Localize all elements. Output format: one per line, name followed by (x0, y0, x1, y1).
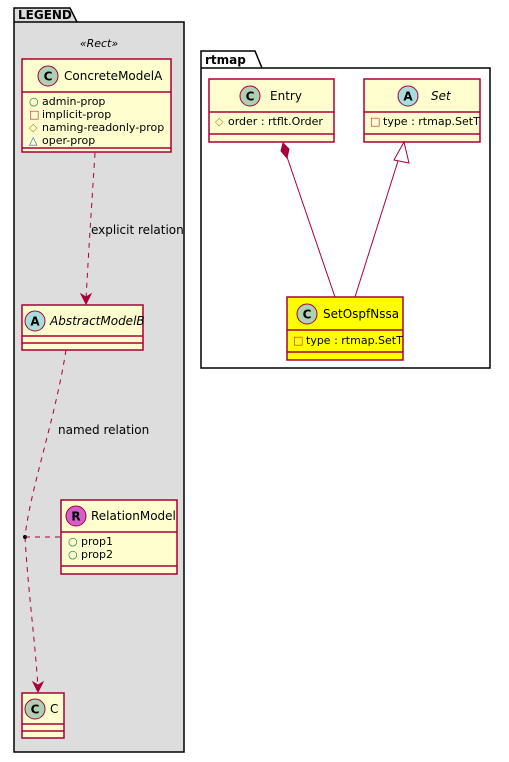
concrete-model-a-name: ConcreteModelA (64, 69, 163, 83)
private-marker-icon: □ (370, 115, 380, 128)
protected-marker-icon: ◇ (215, 115, 224, 128)
member-order: order : rtflt.Order (228, 115, 323, 128)
class-badge-letter: C (303, 308, 312, 322)
named-relation-line-lower (24, 536, 39, 689)
entry-name: Entry (270, 89, 302, 103)
class-c[interactable]: C C (21, 692, 65, 739)
rtmap-package-label: rtmap (205, 53, 246, 67)
explicit-relation-label: explicit relation (91, 223, 184, 237)
composition-line (285, 153, 336, 298)
named-relation-label: named relation (58, 423, 149, 437)
set-class[interactable]: A Set □ type : rtmap.SetT (363, 78, 481, 143)
composition-diamond-icon (280, 142, 290, 160)
relation-model-name: RelationModel (91, 509, 176, 523)
abstract-model-b-class[interactable]: A AbstractModelB (21, 304, 145, 351)
class-badge-letter: C (31, 703, 40, 717)
named-relation-line-upper (24, 349, 67, 538)
set-ospf-nssa-class[interactable]: C SetOspfNssa □ type : rtmap.SetT (286, 296, 404, 361)
set-name: Set (431, 89, 452, 103)
explicit-relation-line (85, 152, 96, 301)
member-admin-prop: admin-prop (42, 95, 105, 108)
member-type: type : rtmap.SetT (383, 115, 480, 128)
member-type: type : rtmap.SetT (306, 334, 403, 347)
legend-package-label: LEGEND (18, 8, 72, 22)
arrow-head-icon (79, 292, 93, 306)
member-prop2: prop2 (81, 548, 113, 561)
entry-class[interactable]: C Entry ◇ order : rtflt.Order (208, 78, 335, 143)
class-badge-icon (37, 65, 59, 87)
member-prop1: prop1 (81, 535, 113, 548)
package-marker-icon: △ (29, 134, 38, 147)
concrete-model-a-box (21, 58, 172, 153)
class-badge-icon (239, 85, 261, 107)
arrow-head-icon (31, 680, 45, 694)
entry-box (208, 78, 335, 143)
explicit-relation: explicit relation (79, 152, 184, 306)
class-c-name: C (50, 702, 58, 716)
abstract-model-b-name: AbstractModelB (49, 314, 145, 328)
relation-badge-letter: R (71, 510, 80, 524)
private-marker-icon: □ (293, 334, 303, 347)
generalization-relation (354, 140, 410, 298)
protected-marker-icon: ◇ (29, 121, 38, 134)
composition-relation (280, 142, 336, 298)
member-naming-readonly-prop: naming-readonly-prop (42, 121, 164, 134)
set-ospf-nssa-name: SetOspfNssa (323, 307, 399, 321)
member-oper-prop: oper-prop (42, 134, 95, 147)
private-marker-icon: □ (29, 108, 39, 121)
set-box (363, 78, 481, 143)
legend-stereotype: «Rect» (80, 37, 119, 50)
public-marker-icon: ○ (68, 548, 78, 561)
class-badge-icon (296, 303, 318, 325)
public-marker-icon: ○ (29, 95, 39, 108)
concrete-model-a-class[interactable]: C ConcreteModelA ○ admin-prop □ implicit… (21, 58, 172, 153)
abstract-badge-letter: A (403, 90, 413, 104)
public-marker-icon: ○ (68, 535, 78, 548)
relation-badge-icon (65, 505, 87, 527)
relation-model-class[interactable]: R RelationModel ○ prop1 ○ prop2 (60, 499, 178, 575)
abstract-badge-icon (24, 310, 46, 332)
abstract-badge-icon (397, 85, 419, 107)
class-badge-letter: C (44, 70, 53, 84)
class-badge-icon (24, 698, 46, 720)
named-relation: named relation (23, 349, 149, 694)
abstract-badge-letter: A (30, 315, 40, 329)
class-badge-letter: C (246, 90, 255, 104)
inheritance-triangle-icon (393, 140, 410, 164)
member-implicit-prop: implicit-prop (42, 108, 111, 121)
generalization-line (354, 160, 399, 298)
